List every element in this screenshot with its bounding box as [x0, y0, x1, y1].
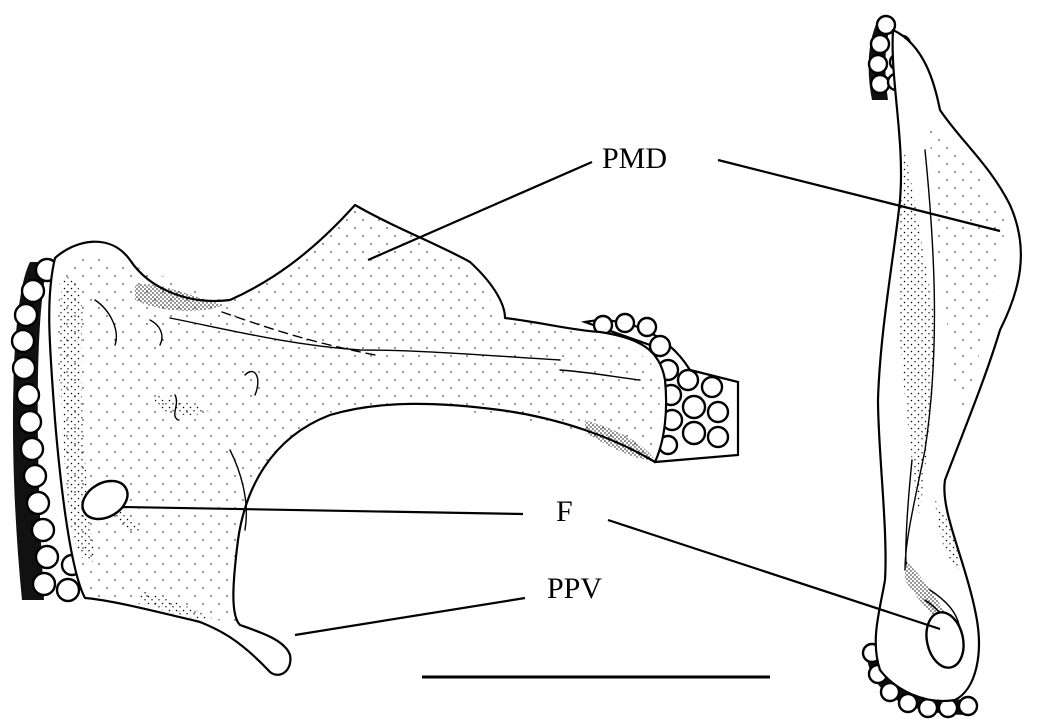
left-specimen — [12, 205, 738, 675]
ppv-leader — [295, 598, 525, 635]
label-f: F — [556, 495, 573, 528]
label-pmd: PMD — [602, 142, 667, 175]
right-bone-outline — [876, 30, 1021, 701]
label-ppv: PPV — [547, 572, 602, 605]
pmd-leader-left — [368, 162, 592, 260]
